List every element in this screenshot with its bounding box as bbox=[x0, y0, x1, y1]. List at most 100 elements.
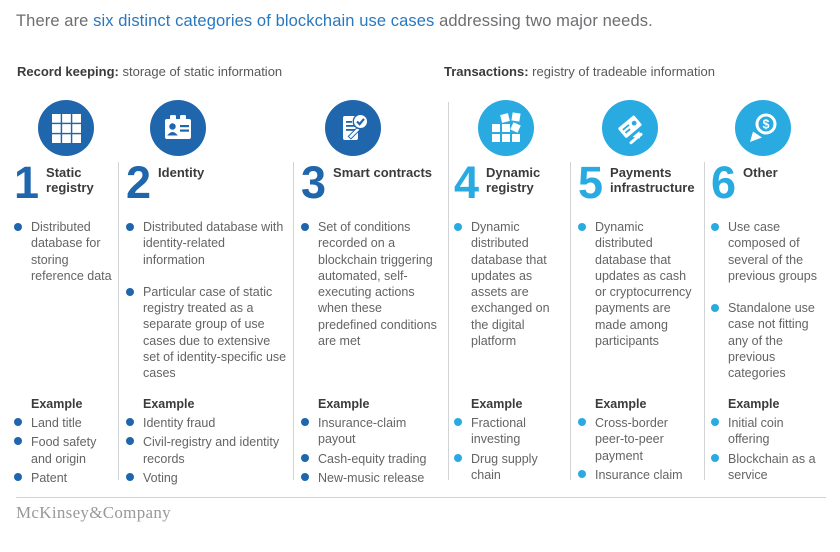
example-item: New-music release bbox=[301, 470, 443, 486]
category-description: Distributed database with identity-relat… bbox=[126, 219, 288, 381]
bullet-dot bbox=[14, 223, 22, 231]
description-item: Standalone use case not fitting any of t… bbox=[711, 300, 826, 381]
description-item: Dynamic distributed database that update… bbox=[454, 219, 566, 349]
example-label: Example bbox=[595, 397, 647, 411]
column-divider bbox=[293, 162, 294, 480]
example-label: Example bbox=[471, 397, 523, 411]
category-description: Set of conditions recorded on a blockcha… bbox=[301, 219, 443, 349]
bullet-dot bbox=[301, 453, 309, 462]
section-header-transactions: Transactions: registry of tradeable info… bbox=[444, 64, 715, 79]
category-title: Other bbox=[743, 165, 778, 180]
page-title-highlight: six distinct categories of blockchain us… bbox=[93, 12, 435, 30]
example-block: Example Initial coin offering Blockchain… bbox=[711, 397, 826, 486]
bullet-dot bbox=[126, 223, 134, 231]
dynamic-grid-icon bbox=[478, 100, 534, 156]
page-title-prefix: There are bbox=[16, 12, 94, 30]
bullet-dot bbox=[711, 418, 719, 426]
search-dollar-icon: $ bbox=[750, 113, 777, 142]
category-number: 5 bbox=[578, 157, 603, 208]
category-title: Dynamic registry bbox=[486, 165, 541, 196]
bullet-dot bbox=[711, 304, 719, 312]
column-divider bbox=[704, 162, 705, 480]
bullet-dot bbox=[711, 223, 719, 231]
example-item: Drug supply chain bbox=[454, 451, 566, 484]
category-title: Payments infrastructure bbox=[610, 165, 695, 196]
description-item: Distributed database with identity-relat… bbox=[126, 219, 288, 268]
category-header: 4 Dynamic registry bbox=[454, 157, 566, 210]
category-description: Distributed database for storing referen… bbox=[14, 219, 114, 284]
section-divider bbox=[448, 102, 449, 480]
example-label: Example bbox=[143, 397, 195, 411]
column-divider bbox=[118, 162, 119, 480]
example-item: Initial coin offering bbox=[711, 415, 826, 448]
category-number: 3 bbox=[301, 157, 326, 208]
example-item: Cross-border peer-to-peer payment bbox=[578, 415, 698, 464]
id-badge-icon bbox=[165, 115, 191, 139]
payment-icon bbox=[602, 100, 658, 156]
contract-check-icon bbox=[325, 100, 381, 156]
category-title: Smart contracts bbox=[333, 165, 433, 180]
bullet-dot bbox=[126, 287, 134, 296]
description-item: Use case composed of several of the prev… bbox=[711, 219, 826, 284]
category-header: 6 Other bbox=[711, 157, 826, 210]
grid-icon bbox=[38, 100, 94, 156]
bullet-dot bbox=[14, 472, 22, 481]
section-description: registry of tradeable information bbox=[528, 64, 715, 79]
bullet-dot bbox=[301, 223, 309, 231]
example-item: Identity fraud bbox=[126, 415, 288, 431]
example-item: Fractional investing bbox=[454, 415, 566, 448]
example-label: Example bbox=[728, 397, 780, 411]
bullet-dot bbox=[126, 418, 134, 426]
dynamic-grid-icon bbox=[492, 112, 521, 142]
section-description: storage of static information bbox=[118, 64, 283, 79]
description-item: Set of conditions recorded on a blockcha… bbox=[301, 219, 443, 349]
category-number: 4 bbox=[454, 157, 479, 208]
section-header-record-keeping: Record keeping: storage of static inform… bbox=[17, 64, 282, 79]
example-block: Example Fractional investing Drug supply… bbox=[454, 397, 566, 486]
category-number: 2 bbox=[126, 157, 151, 208]
mckinsey-logo: McKinsey&Company bbox=[16, 503, 171, 522]
bullet-dot bbox=[578, 469, 586, 478]
bullet-dot bbox=[301, 472, 309, 481]
example-label: Example bbox=[318, 397, 370, 411]
page-title-suffix: addressing two major needs. bbox=[434, 12, 653, 30]
category-description: Dynamic distributed database that update… bbox=[454, 219, 566, 349]
category-number: 6 bbox=[711, 157, 736, 208]
bullet-dot bbox=[454, 453, 462, 462]
categories-grid: 1 Static registry Distributed database f… bbox=[0, 100, 840, 492]
example-item: Voting bbox=[126, 470, 288, 486]
description-item: Particular case of static registry treat… bbox=[126, 284, 288, 382]
category-dynamic-registry: 4 Dynamic registry Dynamic distributed d… bbox=[454, 100, 566, 492]
example-item: Civil-registry and identity records bbox=[126, 434, 288, 467]
section-label: Record keeping: bbox=[17, 64, 119, 79]
category-number: 1 bbox=[14, 157, 39, 208]
bullet-dot bbox=[126, 472, 134, 481]
bullet-dot bbox=[126, 437, 134, 446]
description-item: Distributed database for storing referen… bbox=[14, 219, 114, 284]
example-block: Example Cross-border peer-to-peer paymen… bbox=[578, 397, 698, 486]
category-title: Identity bbox=[158, 165, 205, 180]
category-description: Use case composed of several of the prev… bbox=[711, 219, 826, 381]
page-title: There are six distinct categories of blo… bbox=[16, 12, 653, 31]
example-block: Example Land title Food safety and origi… bbox=[14, 397, 114, 489]
search-dollar-icon: $ bbox=[735, 100, 791, 156]
payment-icon bbox=[618, 115, 643, 145]
example-item: Blockchain as a service bbox=[711, 451, 826, 484]
category-other: $ 6 Other Use case composed of several o… bbox=[711, 100, 826, 492]
column-divider bbox=[570, 162, 571, 480]
svg-text:$: $ bbox=[763, 118, 770, 132]
category-static-registry: 1 Static registry Distributed database f… bbox=[14, 100, 114, 492]
category-title: Static registry bbox=[46, 165, 94, 196]
category-header: 5 Payments infrastructure bbox=[578, 157, 698, 210]
category-description: Dynamic distributed database that update… bbox=[578, 219, 698, 349]
category-header: 3 Smart contracts bbox=[301, 157, 443, 210]
bullet-dot bbox=[454, 223, 462, 231]
bullet-dot bbox=[301, 418, 309, 426]
id-badge-icon bbox=[150, 100, 206, 156]
example-block: Example Identity fraud Civil-registry an… bbox=[126, 397, 288, 489]
example-block: Example Insurance-claim payout Cash-equi… bbox=[301, 397, 443, 489]
bullet-dot bbox=[14, 437, 22, 446]
example-item: Insurance claim bbox=[578, 467, 698, 483]
section-label: Transactions: bbox=[444, 64, 529, 79]
